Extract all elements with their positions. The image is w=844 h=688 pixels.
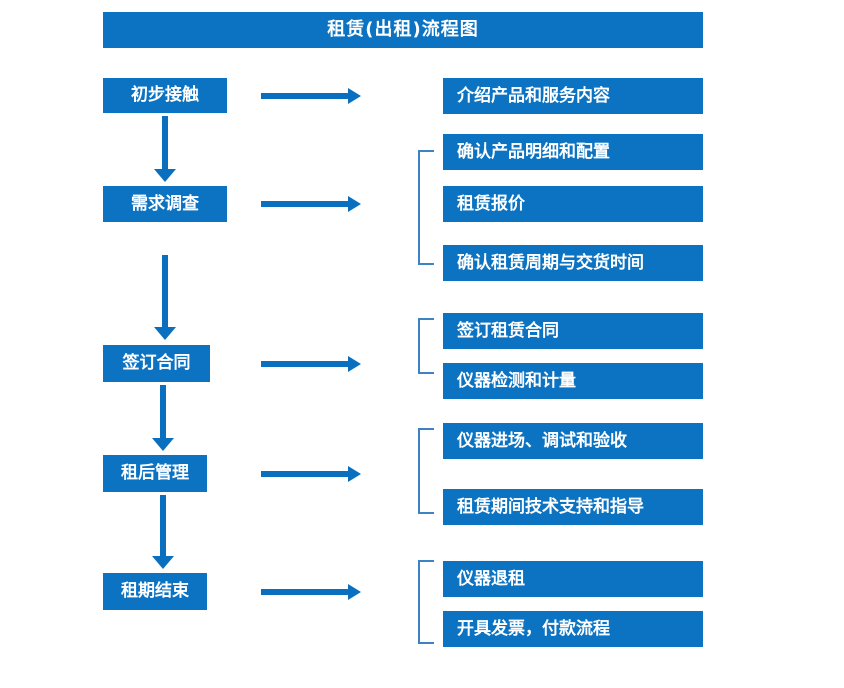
detail-box-instrument-entry-commissioning[interactable]: 仪器进场、调试和验收 bbox=[443, 423, 703, 459]
stage-box-rental-end[interactable]: 租期结束 bbox=[103, 573, 207, 610]
group-bracket-sign-contract bbox=[418, 318, 434, 374]
detail-box-rental-quote[interactable]: 租赁报价 bbox=[443, 186, 703, 222]
detail-box-introduce-products[interactable]: 介绍产品和服务内容 bbox=[443, 78, 703, 114]
detail-box-confirm-product-details[interactable]: 确认产品明细和配置 bbox=[443, 134, 703, 170]
group-bracket-post-rental bbox=[418, 428, 434, 514]
group-bracket-demand-survey bbox=[418, 150, 434, 265]
detail-box-confirm-period-delivery[interactable]: 确认租赁周期与交货时间 bbox=[443, 245, 703, 281]
group-bracket-rental-end bbox=[418, 560, 434, 644]
detail-box-technical-support[interactable]: 租赁期间技术支持和指导 bbox=[443, 489, 703, 525]
vertical-arrow-4 bbox=[152, 495, 174, 569]
horizontal-arrow-1 bbox=[261, 88, 361, 104]
horizontal-arrow-5 bbox=[261, 584, 361, 600]
stage-box-post-rental-management[interactable]: 租后管理 bbox=[103, 455, 207, 492]
stage-box-demand-survey[interactable]: 需求调查 bbox=[103, 186, 227, 222]
stage-box-sign-contract[interactable]: 签订合同 bbox=[103, 345, 210, 382]
vertical-arrow-2 bbox=[154, 255, 176, 340]
horizontal-arrow-2 bbox=[261, 196, 361, 212]
horizontal-arrow-4 bbox=[261, 466, 361, 482]
stage-box-initial-contact[interactable]: 初步接触 bbox=[103, 78, 227, 113]
detail-box-sign-rental-contract[interactable]: 签订租赁合同 bbox=[443, 313, 703, 349]
vertical-arrow-3 bbox=[152, 385, 174, 451]
detail-box-instrument-inspection[interactable]: 仪器检测和计量 bbox=[443, 363, 703, 399]
page-title: 租赁(出租)流程图 bbox=[103, 12, 703, 48]
vertical-arrow-1 bbox=[154, 116, 176, 182]
detail-box-invoice-payment[interactable]: 开具发票，付款流程 bbox=[443, 611, 703, 647]
horizontal-arrow-3 bbox=[261, 356, 361, 372]
detail-box-instrument-return[interactable]: 仪器退租 bbox=[443, 561, 703, 597]
